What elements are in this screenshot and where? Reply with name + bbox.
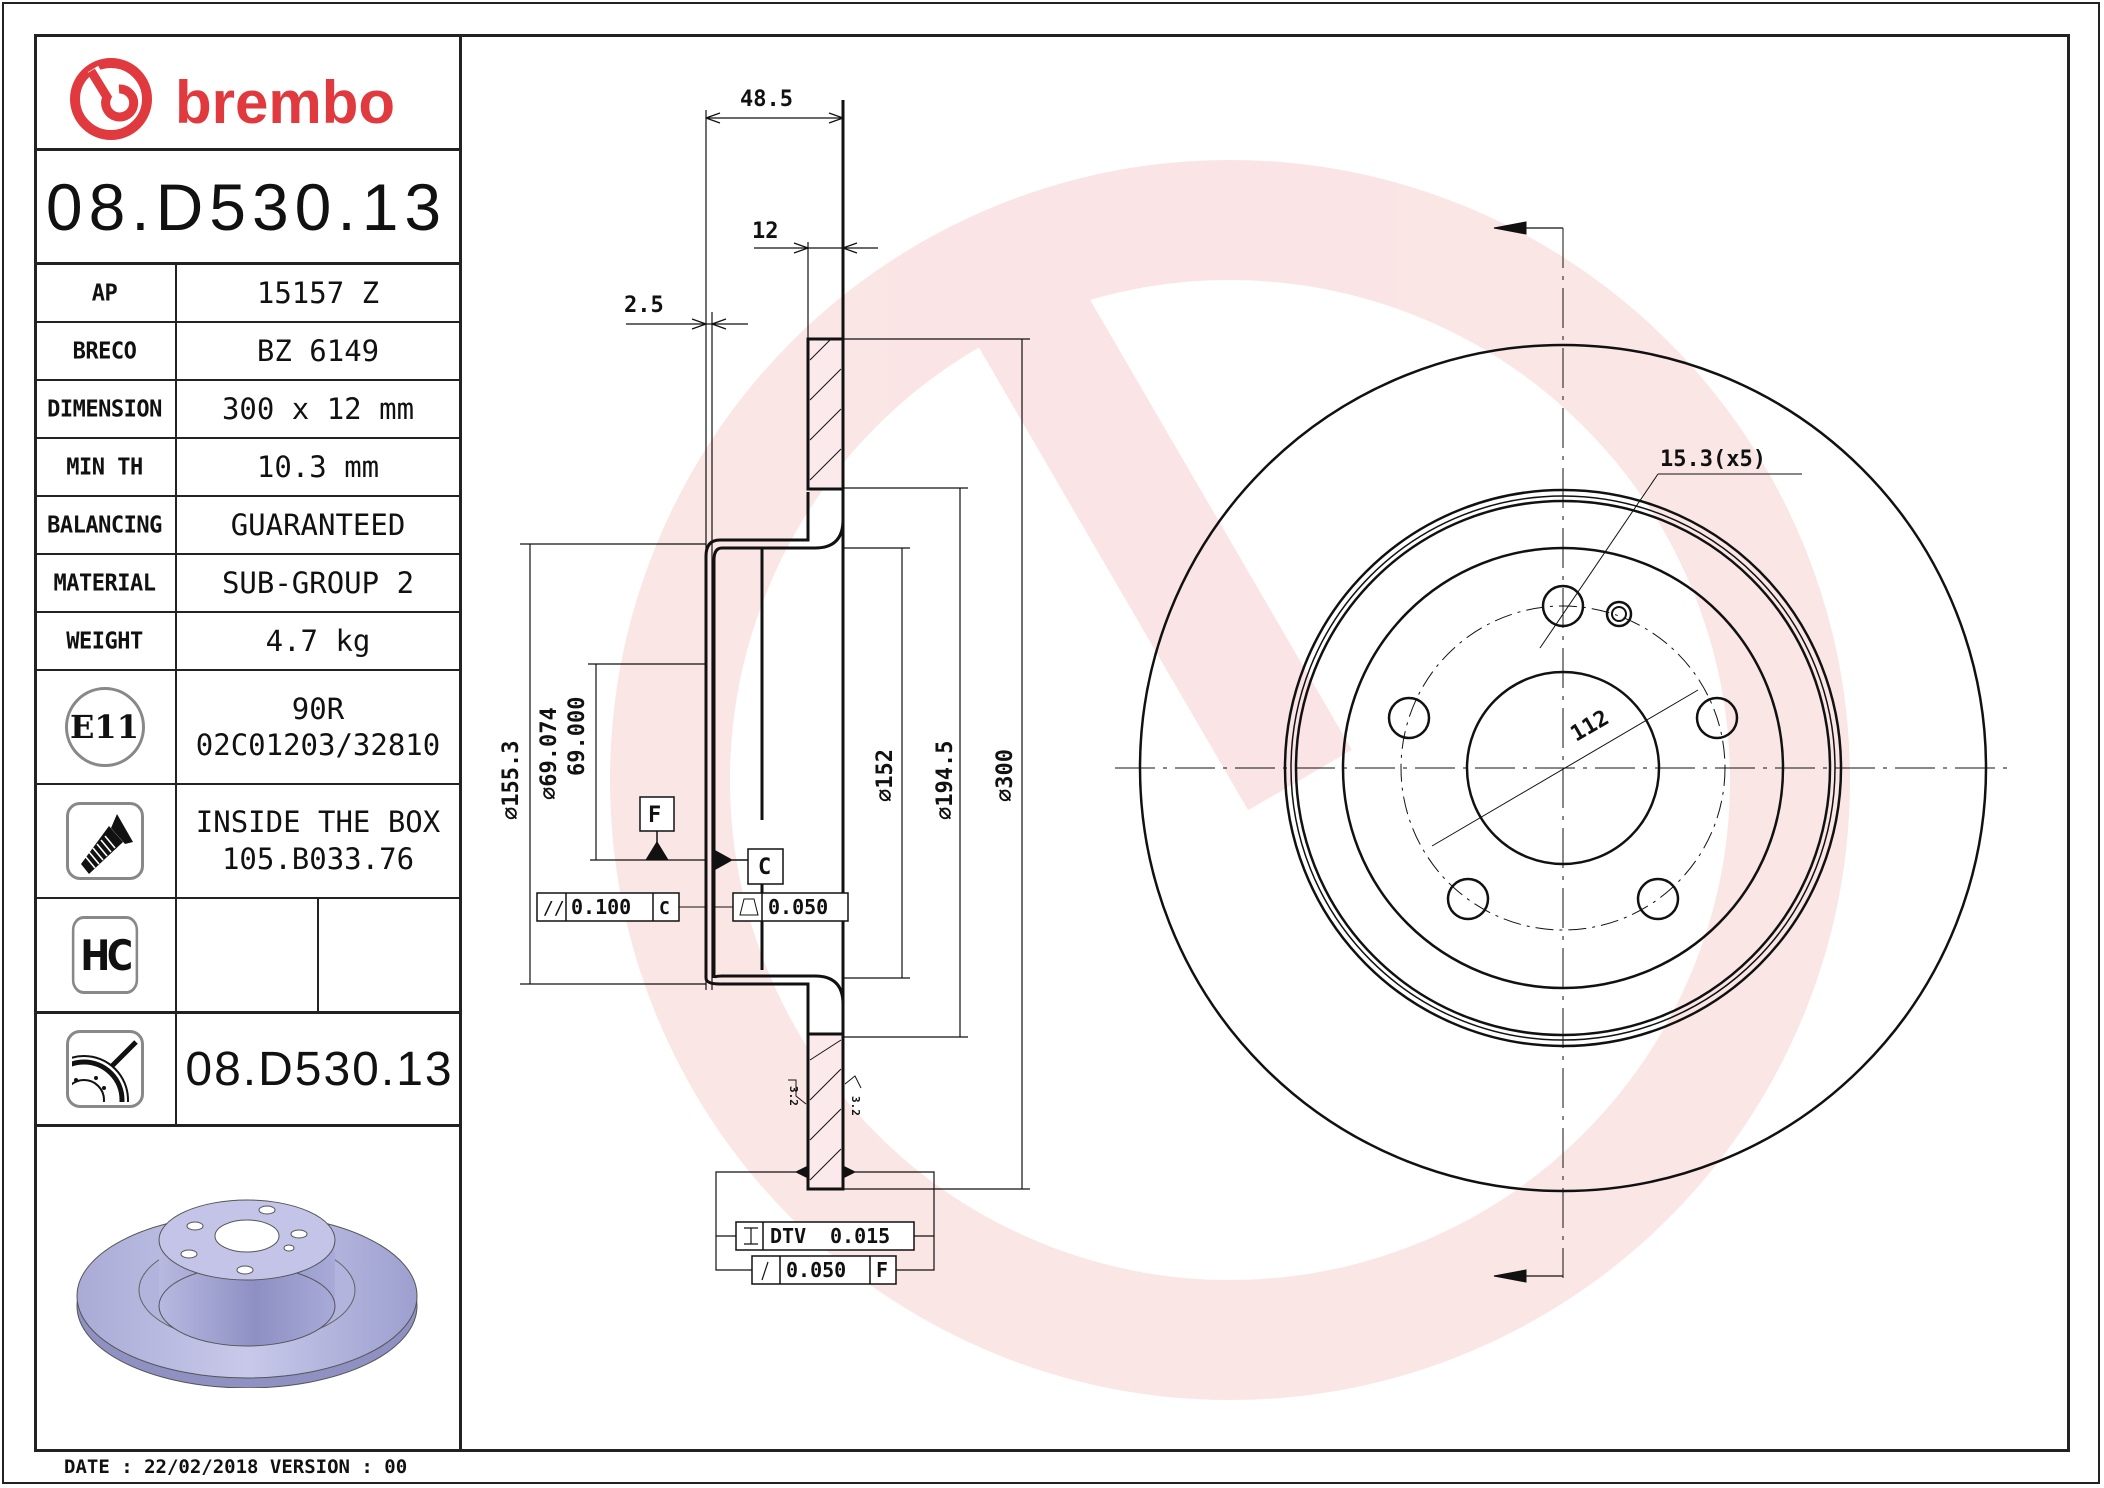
pcd-dimension: 112 xyxy=(1567,706,1614,748)
datum-c-label: C xyxy=(758,855,771,880)
spec-label-dimension: DIMENSION xyxy=(47,395,162,423)
svg-text:⌀155.3: ⌀155.3 xyxy=(499,741,524,820)
e11-approval-icon: E11 xyxy=(64,687,145,767)
screw-line2: 105.B033.76 xyxy=(221,842,415,876)
brembo-logo-icon: brembo xyxy=(69,58,395,140)
hc-icon-cell: HC xyxy=(34,899,175,1011)
technical-drawing: 48.5 12 2.5 ⌀155.3 ⌀69.074 69.000 ⌀152 ⌀… xyxy=(499,87,2015,1400)
spec-value-breco: BZ 6149 xyxy=(256,334,380,368)
dim-hat-outer-diameter: 155.3 xyxy=(499,741,524,807)
approval-text: 90R 02C01203/32810 xyxy=(177,671,459,783)
spec-label-ap: AP xyxy=(91,279,118,307)
svg-text:⌀300: ⌀300 xyxy=(993,749,1018,802)
runout-datum: F xyxy=(876,1258,888,1282)
spec-label-weight: WEIGHT xyxy=(66,627,143,655)
marking-icon-cell xyxy=(34,1014,175,1124)
runout-value: 0.050 xyxy=(786,1258,846,1282)
bolt-hole-diameter: 15.3(x5) xyxy=(1660,447,1766,472)
date-version: DATE : 22/02/2018 VERSION : 00 xyxy=(64,1456,408,1478)
spec-value-min-th: 10.3 mm xyxy=(256,450,380,484)
part-number: 08.D530.13 xyxy=(45,169,448,244)
screw-icon-cell xyxy=(34,785,175,897)
parallelism-symbol: // xyxy=(543,898,565,919)
svg-text:⌀69.074: ⌀69.074 xyxy=(537,707,562,800)
screw-icon xyxy=(65,802,144,880)
spec-value-dimension: 300 x 12 mm xyxy=(221,392,415,426)
hc-empty-cell-2 xyxy=(319,899,459,1011)
marking-part-number: 08.D530.13 xyxy=(185,1042,454,1096)
parallelism-value: 0.100 xyxy=(571,895,631,919)
dim-diameter-152: 152 xyxy=(873,749,898,789)
disc-marking-icon xyxy=(65,1030,144,1108)
roughness-left: 3.2 xyxy=(787,1086,800,1106)
dim-diameter-194: 194.5 xyxy=(933,741,958,807)
dim-overall-width: 48.5 xyxy=(740,87,793,112)
svg-text:⌀152: ⌀152 xyxy=(873,749,898,802)
approval-line2: 02C01203/32810 xyxy=(195,728,441,762)
hc-empty-cell-1 xyxy=(177,899,317,1011)
disc-3d-render xyxy=(34,1127,459,1449)
drawing-frame xyxy=(34,34,2070,1452)
approval-icon-cell: E11 xyxy=(34,671,175,783)
spec-label-min-th: MIN TH xyxy=(66,453,143,481)
dtv-value: 0.015 xyxy=(830,1224,890,1248)
disc-cross-section xyxy=(520,100,1030,1285)
spec-value-balancing: GUARANTEED xyxy=(230,508,406,542)
roughness-right: 3.2 xyxy=(849,1096,862,1116)
datum-f-label: F xyxy=(648,803,661,828)
brembo-watermark-icon xyxy=(610,160,1850,1400)
svg-text:brembo: brembo xyxy=(175,69,395,136)
dtv-label: DTV xyxy=(770,1224,806,1248)
spec-label-material: MATERIAL xyxy=(53,569,156,597)
dim-center-bore-max: 69.074 xyxy=(537,707,562,786)
brake-disc-3d-icon xyxy=(76,1199,417,1388)
spec-label-balancing: BALANCING xyxy=(47,511,162,539)
title-block: brembo 08.D530.13 AP 15157 Z BRECO BZ 61… xyxy=(34,34,462,1452)
flatness-value: 0.050 xyxy=(768,895,828,919)
parallelism-datum: C xyxy=(659,898,670,919)
dim-center-bore-min: 69.000 xyxy=(565,697,590,776)
dim-thickness: 12 xyxy=(752,219,779,244)
approval-line1: 90R xyxy=(291,692,345,726)
spec-label-breco: BRECO xyxy=(72,337,137,365)
screw-text: INSIDE THE BOX 105.B033.76 xyxy=(177,785,459,897)
screw-line1: INSIDE THE BOX xyxy=(195,805,441,839)
brand-logo: brembo xyxy=(34,34,459,148)
svg-text:⌀194.5: ⌀194.5 xyxy=(933,741,958,820)
hc-icon: HC xyxy=(71,916,138,994)
spec-value-material: SUB-GROUP 2 xyxy=(221,566,415,600)
spec-value-ap: 15157 Z xyxy=(256,276,380,310)
dim-offset: 2.5 xyxy=(624,293,664,318)
spec-value-weight: 4.7 kg xyxy=(265,624,371,658)
dim-diameter-300: 300 xyxy=(993,749,1018,789)
disc-front-view xyxy=(1115,221,2015,1283)
